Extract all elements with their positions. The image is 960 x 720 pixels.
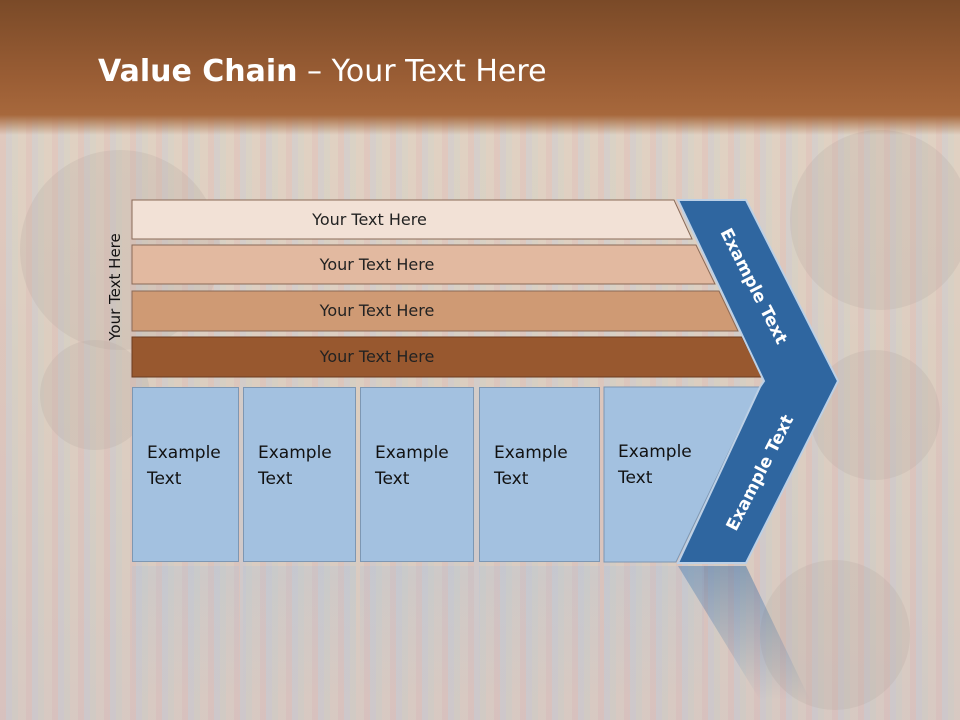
box-5-line2: Text	[618, 468, 653, 488]
box-2-line1: Example	[258, 443, 332, 463]
slide-title[interactable]: Value Chain – Your Text Here	[98, 54, 547, 89]
title-rest: – Your Text Here	[297, 54, 547, 89]
box-1-line1: Example	[147, 443, 221, 463]
box-reflection-2	[243, 566, 356, 700]
box-shape-5	[603, 386, 761, 563]
activity-box-4[interactable]: Example Text	[479, 387, 600, 562]
box-reflection-4	[479, 566, 600, 700]
box-reflection-5	[604, 566, 704, 700]
activity-box-5[interactable]: Example Text	[604, 387, 704, 562]
activity-box-3[interactable]: Example Text	[360, 387, 474, 562]
box-reflection-1	[132, 566, 239, 700]
box-5-line1: Example	[618, 442, 692, 462]
bar-shape-1	[131, 199, 693, 240]
activity-box-2[interactable]: Example Text	[243, 387, 356, 562]
bar-2[interactable]: Your Text Here	[132, 245, 702, 283]
bar-3[interactable]: Your Text Here	[132, 291, 702, 329]
box-1-line2: Text	[147, 469, 182, 489]
title-band	[0, 0, 960, 135]
bar-3-label: Your Text Here	[319, 300, 435, 320]
bar-shape-2	[131, 244, 716, 285]
box-3-line1: Example	[375, 443, 449, 463]
bar-4[interactable]: Your Text Here	[132, 337, 702, 375]
chevron-reflection	[678, 566, 810, 700]
box-3-line2: Text	[375, 469, 410, 489]
bar-shape-3	[131, 290, 739, 332]
bar-2-label: Your Text Here	[319, 254, 435, 274]
title-bold: Value Chain	[98, 54, 298, 89]
bar-1-label: Your Text Here	[312, 209, 427, 229]
box-reflection-3	[360, 566, 474, 700]
box-2-line2: Text	[258, 469, 293, 489]
bar-1[interactable]: Your Text Here	[132, 200, 687, 238]
box-4-line1: Example	[494, 443, 568, 463]
activity-box-1[interactable]: Example Text	[132, 387, 239, 562]
bar-4-label: Your Text Here	[319, 346, 435, 366]
chevron-shape	[676, 199, 840, 564]
box-4-line2: Text	[494, 469, 529, 489]
